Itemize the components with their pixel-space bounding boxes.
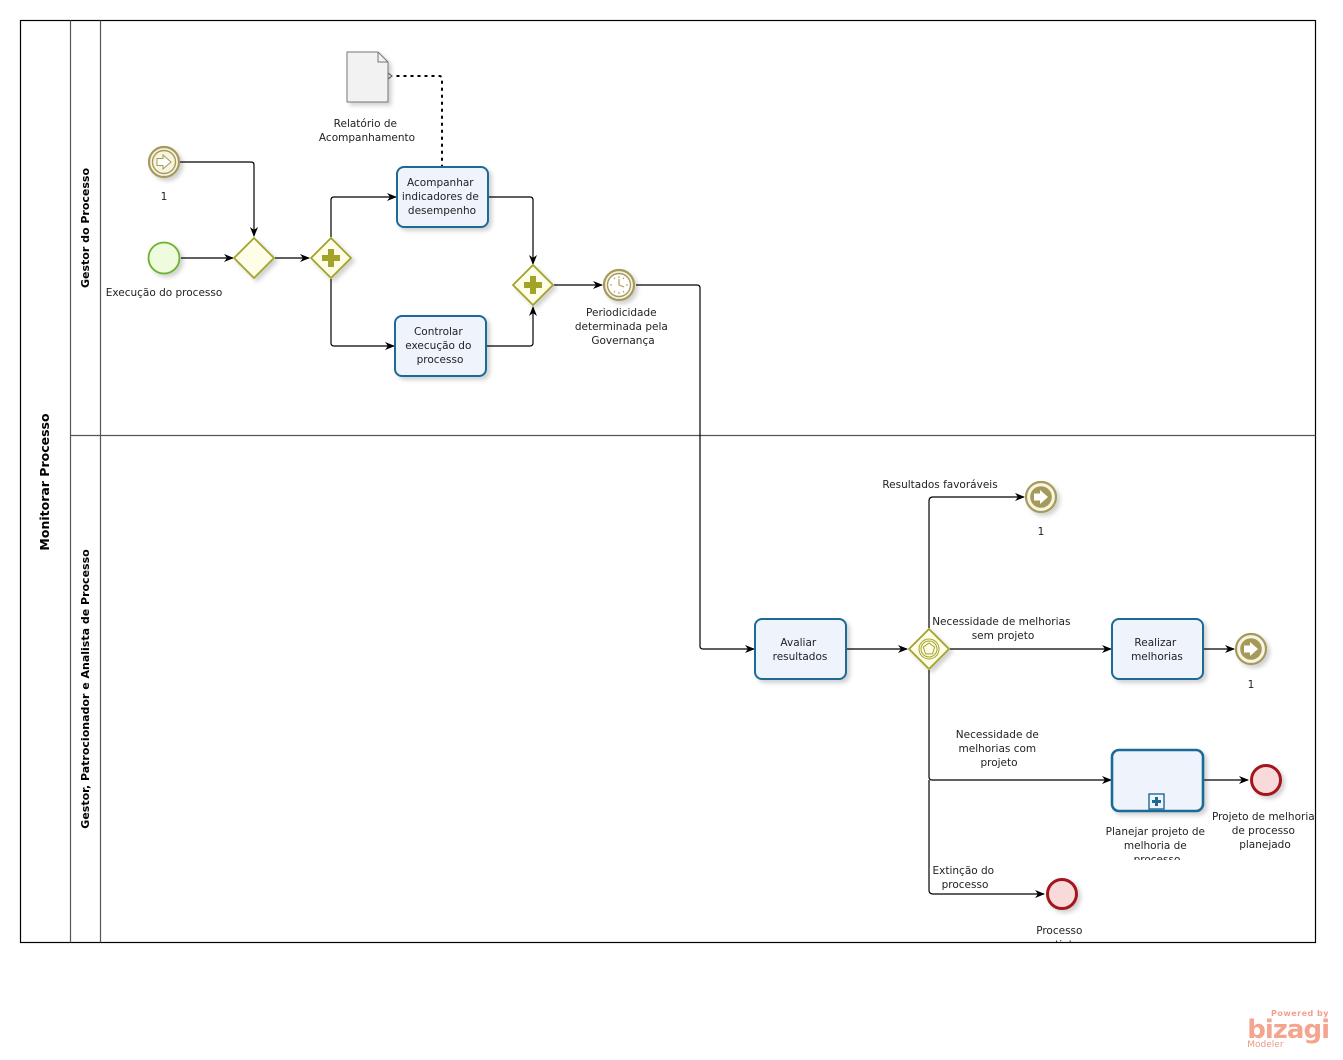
plus-icon <box>524 276 542 294</box>
end-event-projeto-planejado[interactable] <box>1250 764 1282 796</box>
document-label: Relatório de Acompanhamento <box>319 118 415 144</box>
flow-parallel-to-controlar[interactable] <box>330 279 395 350</box>
document-relatorio[interactable] <box>346 51 389 103</box>
link-throw-label-1: 1 <box>1038 526 1045 538</box>
flow-parallel-to-acompanhar[interactable] <box>330 193 397 237</box>
flow-controlar-to-join[interactable] <box>486 306 537 347</box>
timer-event-label: Periodicidade determinada pela Governanç… <box>575 307 671 347</box>
task-controlar-execucao[interactable]: Controlar execução do processo <box>394 315 487 377</box>
svg-text:Avaliar resultados: Avaliar resultados <box>773 637 828 663</box>
arrow-right-icon <box>156 153 172 171</box>
subprocess-planejar-projeto[interactable] <box>1110 748 1205 813</box>
pool: Monitorar Processo Gestor do Processo Ge… <box>19 19 1317 944</box>
link-throw-event-melhorias[interactable] <box>1234 632 1268 666</box>
product-text: Modeler <box>1247 1040 1284 1050</box>
link-throw-label-2: 1 <box>1248 679 1255 691</box>
flow-label-extincao: Extinção do processo <box>933 865 998 891</box>
subprocess-label: Planejar projeto de melhoria de processo <box>1106 826 1209 866</box>
subprocess-label-clip: Planejar projeto de melhoria de processo <box>1106 826 1209 866</box>
link-throw-event-favoraveis[interactable] <box>1024 480 1058 514</box>
start-event-label: Execução do processo <box>106 287 223 299</box>
flow-acompanhar-to-join[interactable] <box>488 196 537 265</box>
flow-label-favoraveis: Resultados favoráveis <box>882 479 997 491</box>
flow-label-com-projeto: Necessidade de melhorias com projeto <box>956 729 1042 769</box>
parallel-gateway-split[interactable] <box>309 236 353 280</box>
timer-event[interactable] <box>602 268 636 302</box>
start-event[interactable] <box>147 241 181 275</box>
plus-icon <box>322 249 340 267</box>
end-event-processo-label: Processo extinto <box>1036 925 1086 951</box>
flow-label-sem-projeto: Necessidade de melhorias sem projeto <box>932 616 1074 642</box>
task-avaliar-resultados[interactable]: Avaliar resultados <box>754 618 847 680</box>
end-event-processo-label-clip: Processo extinto <box>1036 925 1086 951</box>
pool-title: Monitorar Processo <box>37 413 52 551</box>
svg-text:Controlar execução do: Controlar execução do processo <box>405 326 474 366</box>
flow-resultados-favoraveis[interactable] <box>928 493 1025 628</box>
exclusive-gateway-merge[interactable] <box>232 236 276 280</box>
end-event-projeto-label: Projeto de melhoria de processo planejad… <box>1212 811 1318 851</box>
bizagi-logo: Powered by bizagi Modeler <box>1247 1009 1330 1050</box>
flow-link-to-gateway[interactable] <box>180 161 258 237</box>
parallel-gateway-join[interactable] <box>511 263 555 307</box>
link-catch-label: 1 <box>161 191 168 203</box>
task-realizar-melhorias[interactable]: Realizar melhorias <box>1111 618 1204 680</box>
association-acompanhar-to-document[interactable] <box>392 76 443 168</box>
arrow-right-icon <box>1034 490 1048 504</box>
powered-by-text: Powered by <box>1271 1009 1329 1018</box>
svg-text:Realizar melhorias: Realizar melhorias <box>1131 637 1183 663</box>
event-based-gateway[interactable] <box>907 627 951 671</box>
end-event-processo-extinto[interactable] <box>1046 878 1078 910</box>
flow-com-projeto[interactable] <box>928 670 1112 784</box>
pentagon-icon <box>922 642 936 655</box>
lane-title-gestor: Gestor do Processo <box>79 168 92 288</box>
brand-text: bizagi <box>1247 1015 1330 1045</box>
svg-text:Acompanhar indicadores d: Acompanhar indicadores de desempenho <box>402 177 482 217</box>
clock-icon <box>610 276 628 294</box>
task-acompanhar-indicadores[interactable]: Acompanhar indicadores de desempenho <box>396 166 489 228</box>
flow-timer-to-avaliar[interactable] <box>636 284 755 653</box>
arrow-right-icon <box>1244 642 1258 656</box>
link-catch-event[interactable] <box>147 145 181 179</box>
flow-extincao[interactable] <box>928 780 1045 898</box>
lane-title-gestor-patrocinador-analista: Gestor, Patrocionador e Analista de Proc… <box>79 549 92 829</box>
sequence-flows <box>180 161 1249 898</box>
